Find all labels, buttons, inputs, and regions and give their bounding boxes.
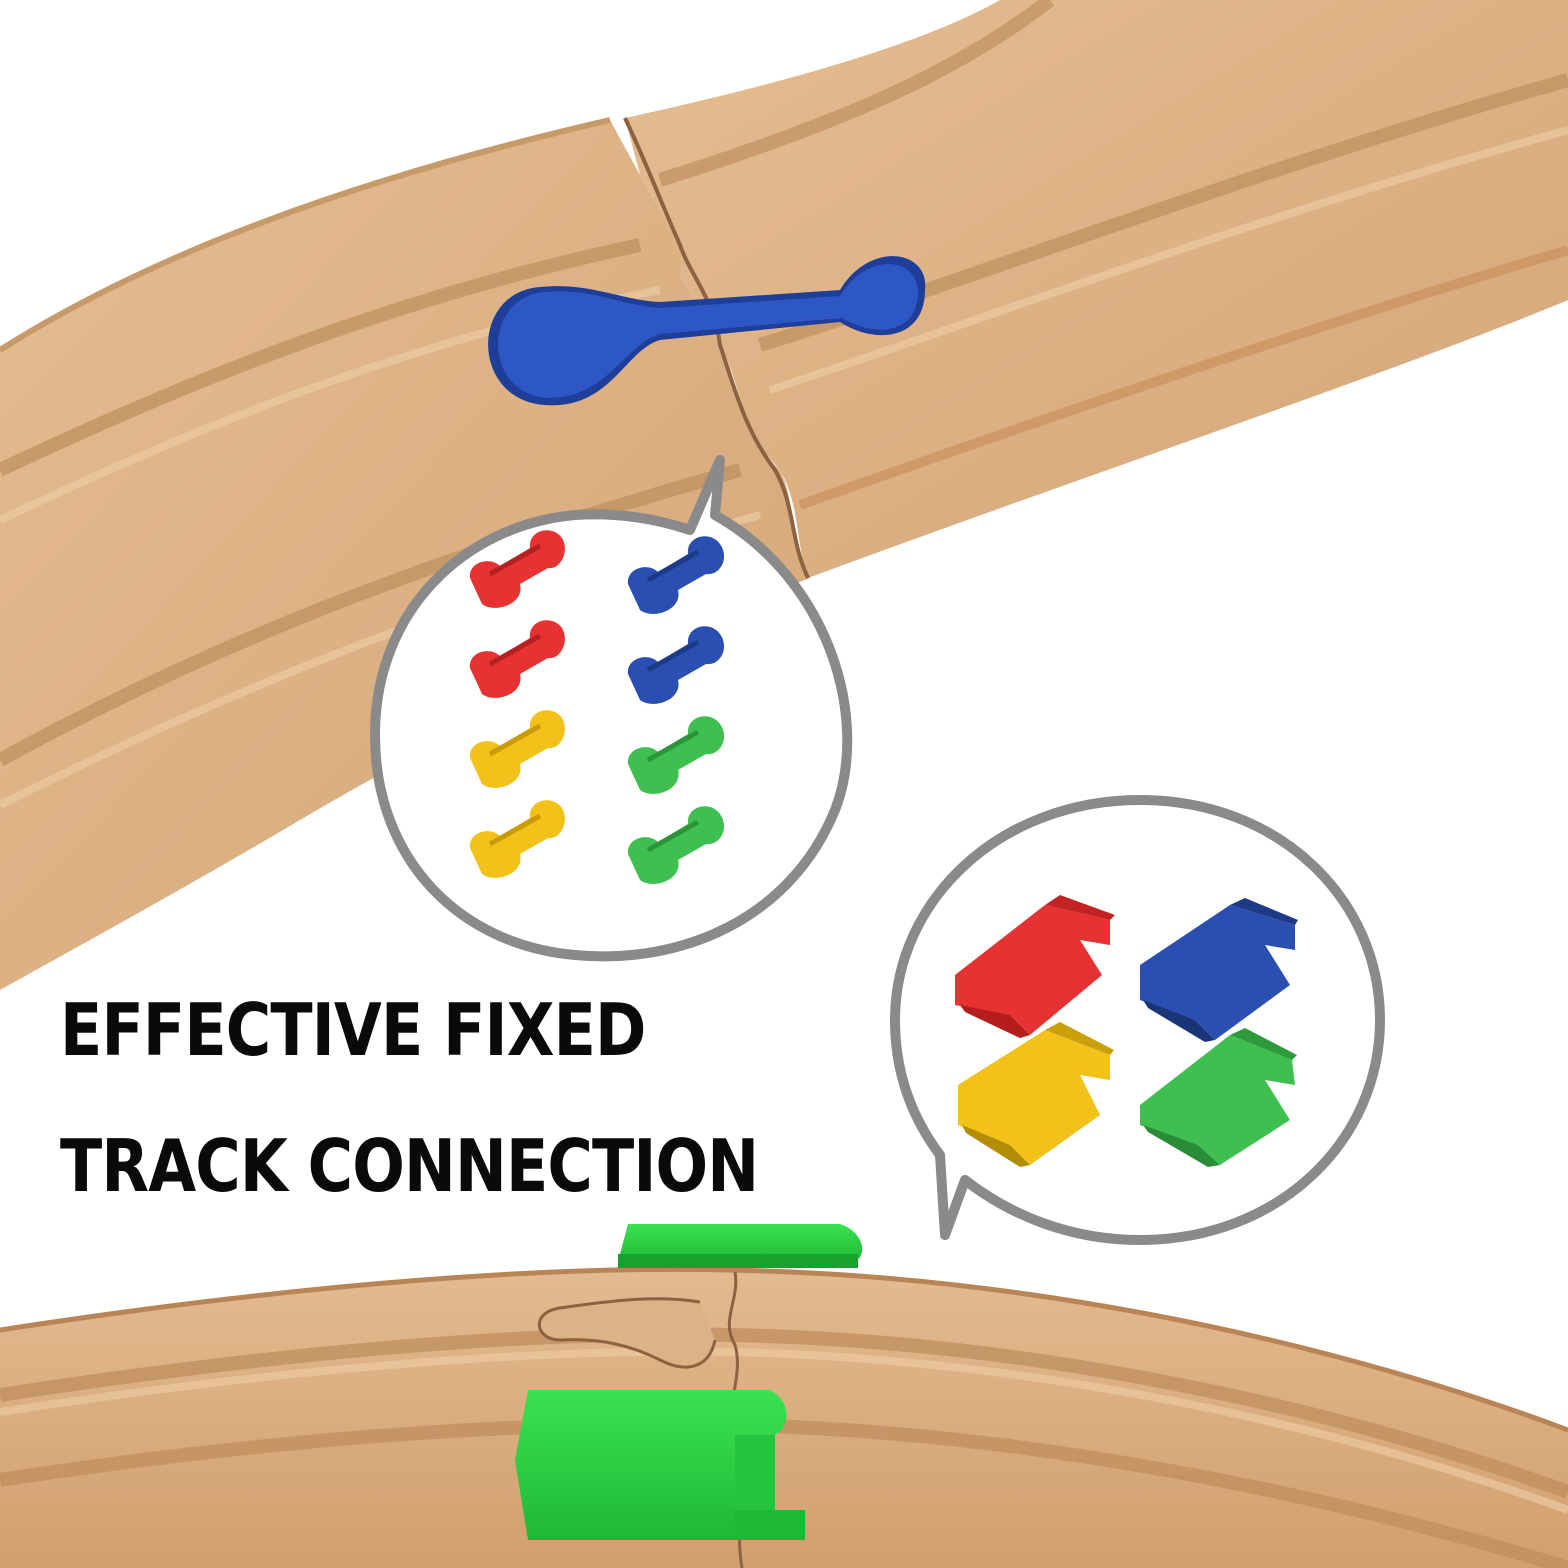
green-track-clip-bottom bbox=[515, 1390, 805, 1540]
dogbone-connector-red-1 bbox=[469, 530, 565, 608]
dogbone-connector-blue-1 bbox=[627, 536, 725, 614]
track-clip-yellow bbox=[958, 1022, 1114, 1167]
blue-dogbone-connector bbox=[488, 256, 926, 406]
dogbone-connector-blue-2 bbox=[627, 626, 725, 704]
caption-line-2: TRACK CONNECTION bbox=[60, 1124, 759, 1208]
dogbone-connector-yellow-2 bbox=[469, 800, 565, 878]
clip-bubble bbox=[890, 795, 1385, 1245]
upper-track-right-piece bbox=[623, 0, 1568, 579]
track-clip-red bbox=[955, 895, 1115, 1038]
caption-line-1: EFFECTIVE FIXED bbox=[60, 988, 646, 1072]
track-clip-blue bbox=[1140, 898, 1298, 1042]
dogbone-connector-red-2 bbox=[469, 620, 565, 698]
dogbone-connector-green-2 bbox=[627, 806, 725, 884]
dogbone-connector-yellow-1 bbox=[469, 710, 565, 788]
dogbone-connector-green-1 bbox=[627, 716, 725, 794]
green-track-clip-top bbox=[618, 1224, 863, 1268]
track-clip-green bbox=[1140, 1028, 1297, 1167]
